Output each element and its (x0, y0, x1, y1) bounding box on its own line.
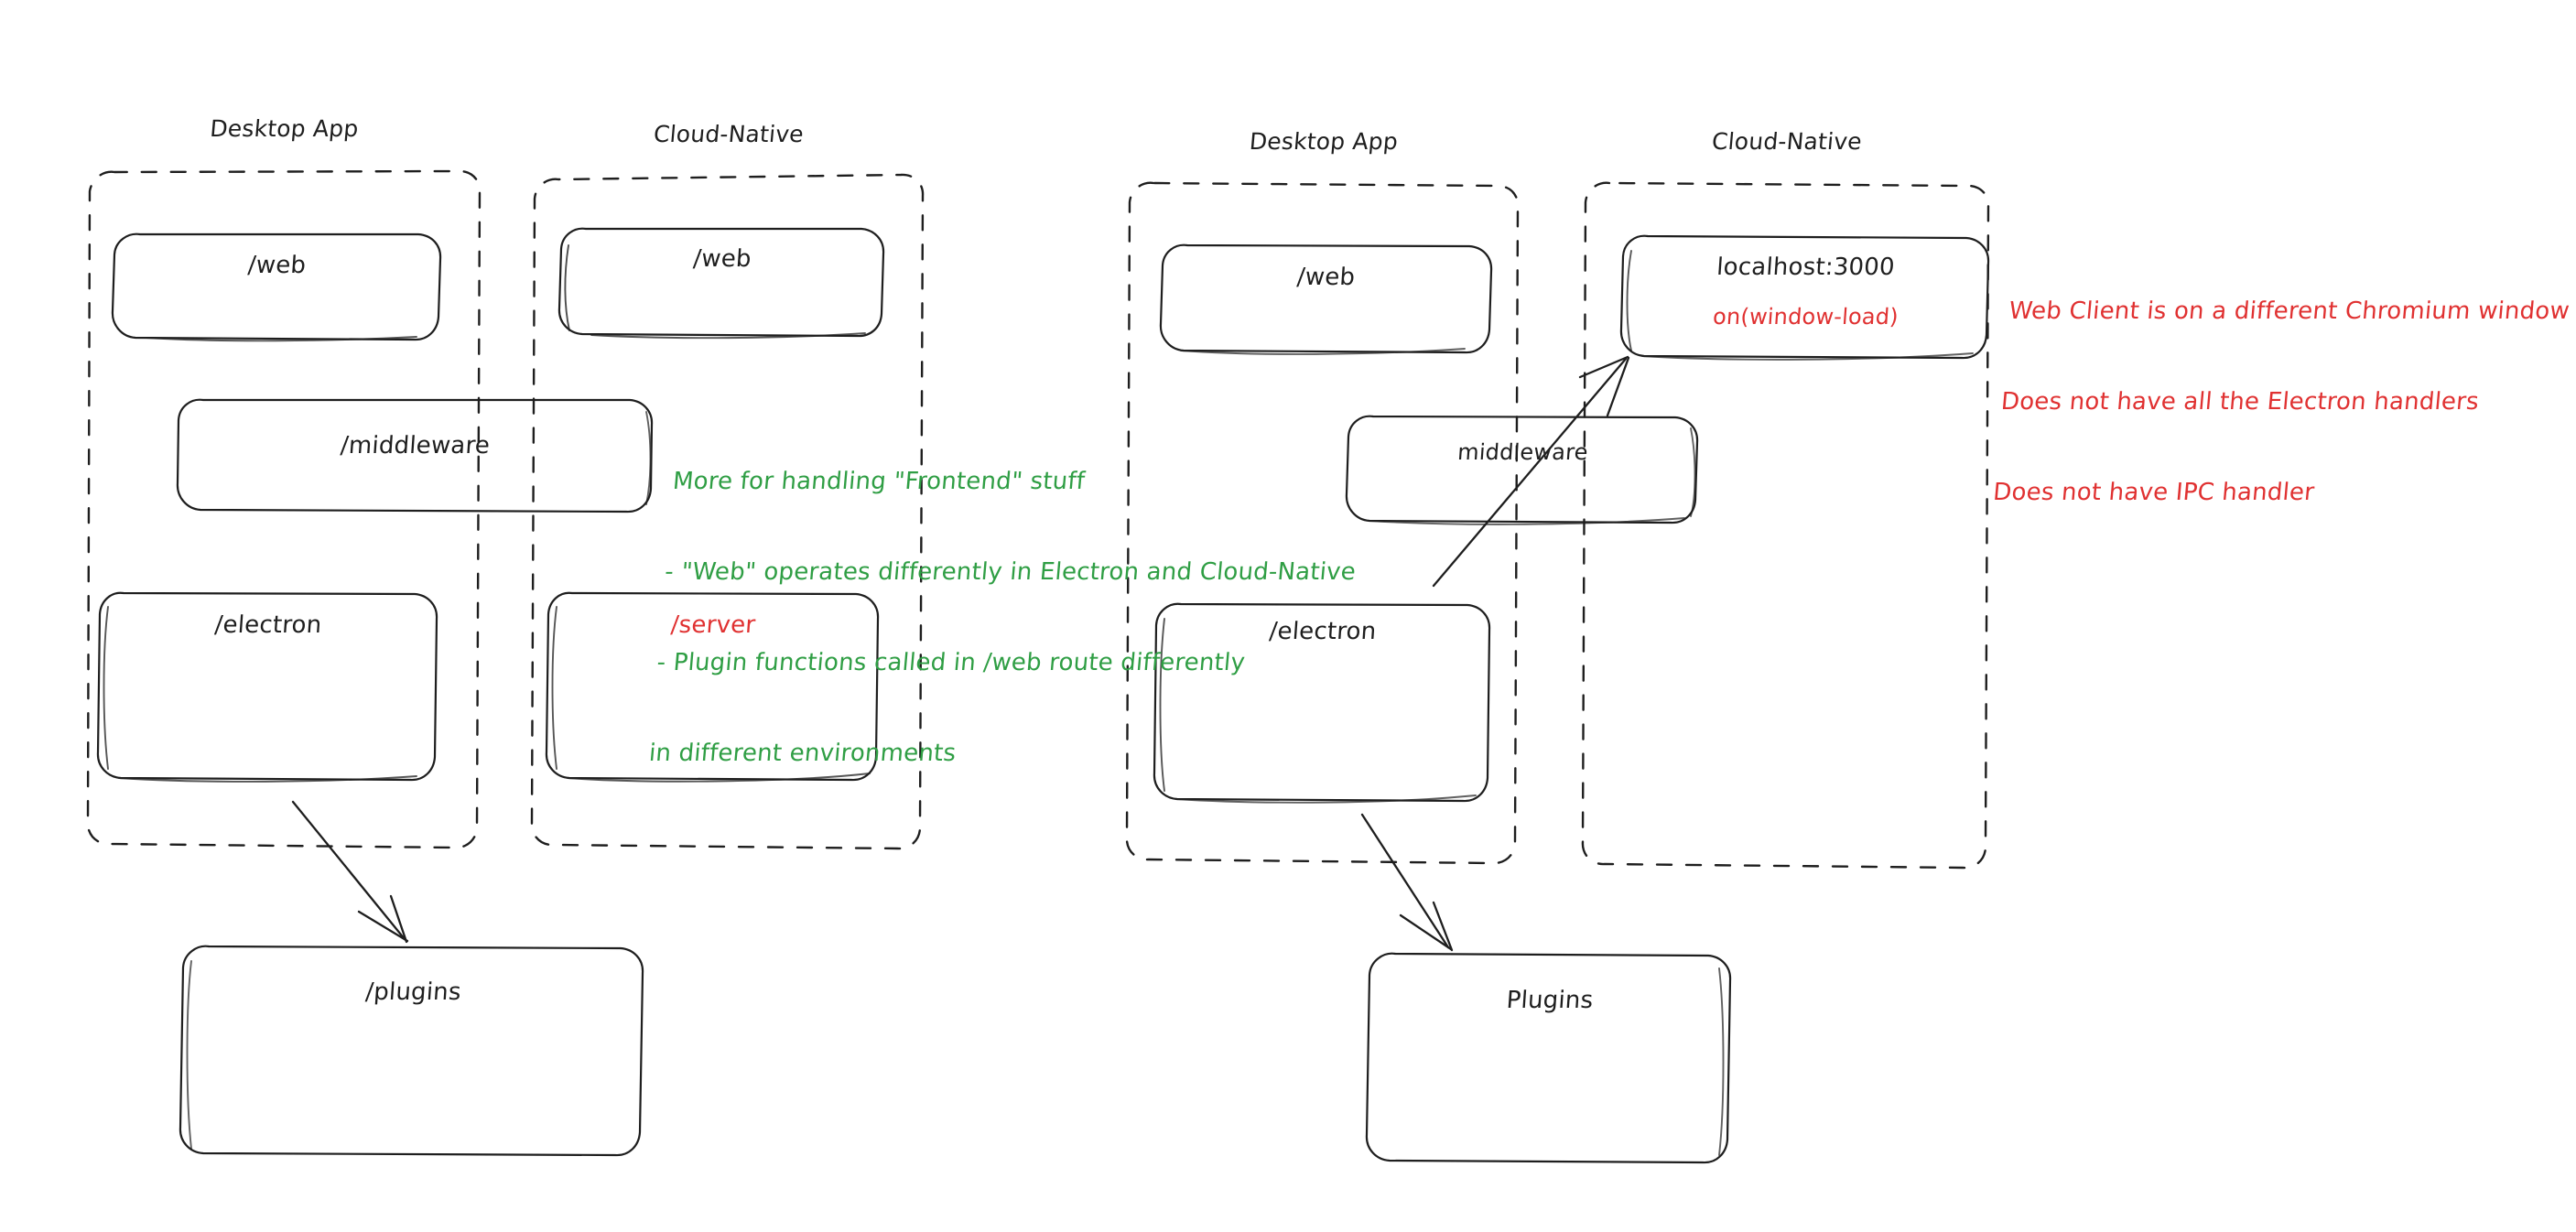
arrow-left-electron-to-plugins (291, 800, 409, 944)
node-label-right-localhost: localhost:3000 (1716, 254, 1896, 281)
node-label-left-cloud-web: /web (692, 245, 752, 273)
arrow-right-electron-to-plugins (1360, 813, 1454, 952)
node-left-plugins (179, 945, 644, 1157)
node-left-desktop-web (111, 232, 442, 342)
note-green-line-2: - "Web" operates differently in Electron… (664, 558, 1358, 586)
node-left-electron (96, 591, 438, 783)
group-frame-right-desktop (1125, 181, 1520, 865)
node-right-desktop-web (1159, 243, 1493, 355)
node-label-left-electron: /electron (213, 611, 323, 639)
node-sublabel-right-localhost-onwindowload: on(window-load) (1712, 304, 1900, 330)
node-right-localhost (1619, 234, 1990, 361)
node-right-middleware (1345, 415, 1699, 525)
group-frame-left-cloud (530, 173, 925, 850)
group-title-left-desktop: Desktop App (209, 115, 360, 142)
node-left-cloud-web (557, 227, 885, 340)
note-red-line-3: Does not have IPC handler (1992, 479, 2316, 506)
node-left-server (545, 591, 880, 783)
group-frame-right-cloud (1581, 181, 1990, 870)
note-green-line-3: - Plugin functions called in /web route … (655, 649, 1247, 676)
note-green-line-4: in different environments (647, 740, 958, 767)
node-label-left-plugins: /plugins (364, 978, 462, 1006)
node-label-left-middleware: /middleware (339, 432, 492, 459)
node-label-right-middleware: middleware (1456, 439, 1589, 465)
arrow-right-electron-to-localhost (1432, 355, 1630, 588)
node-left-middleware (176, 398, 654, 513)
group-title-left-cloud: Cloud-Native (652, 121, 806, 147)
note-red-line-1: Web Client is on a different Chromium wi… (2008, 297, 2571, 325)
group-title-right-desktop: Desktop App (1248, 128, 1400, 155)
node-label-right-plugins: Plugins (1505, 987, 1595, 1014)
node-right-electron (1153, 602, 1491, 804)
note-green-line-1: More for handling "Frontend" stuff (671, 468, 1087, 495)
node-label-right-electron: /electron (1268, 618, 1378, 645)
node-label-left-desktop-web: /web (246, 252, 308, 279)
node-right-plugins (1365, 952, 1732, 1164)
note-red-web-client: Web Client is on a different Chromium wi… (1986, 236, 2576, 568)
group-title-right-cloud: Cloud-Native (1710, 128, 1864, 155)
note-red-line-2: Does not have all the Electron handlers (1999, 388, 2481, 416)
node-label-right-desktop-web: /web (1295, 264, 1357, 291)
